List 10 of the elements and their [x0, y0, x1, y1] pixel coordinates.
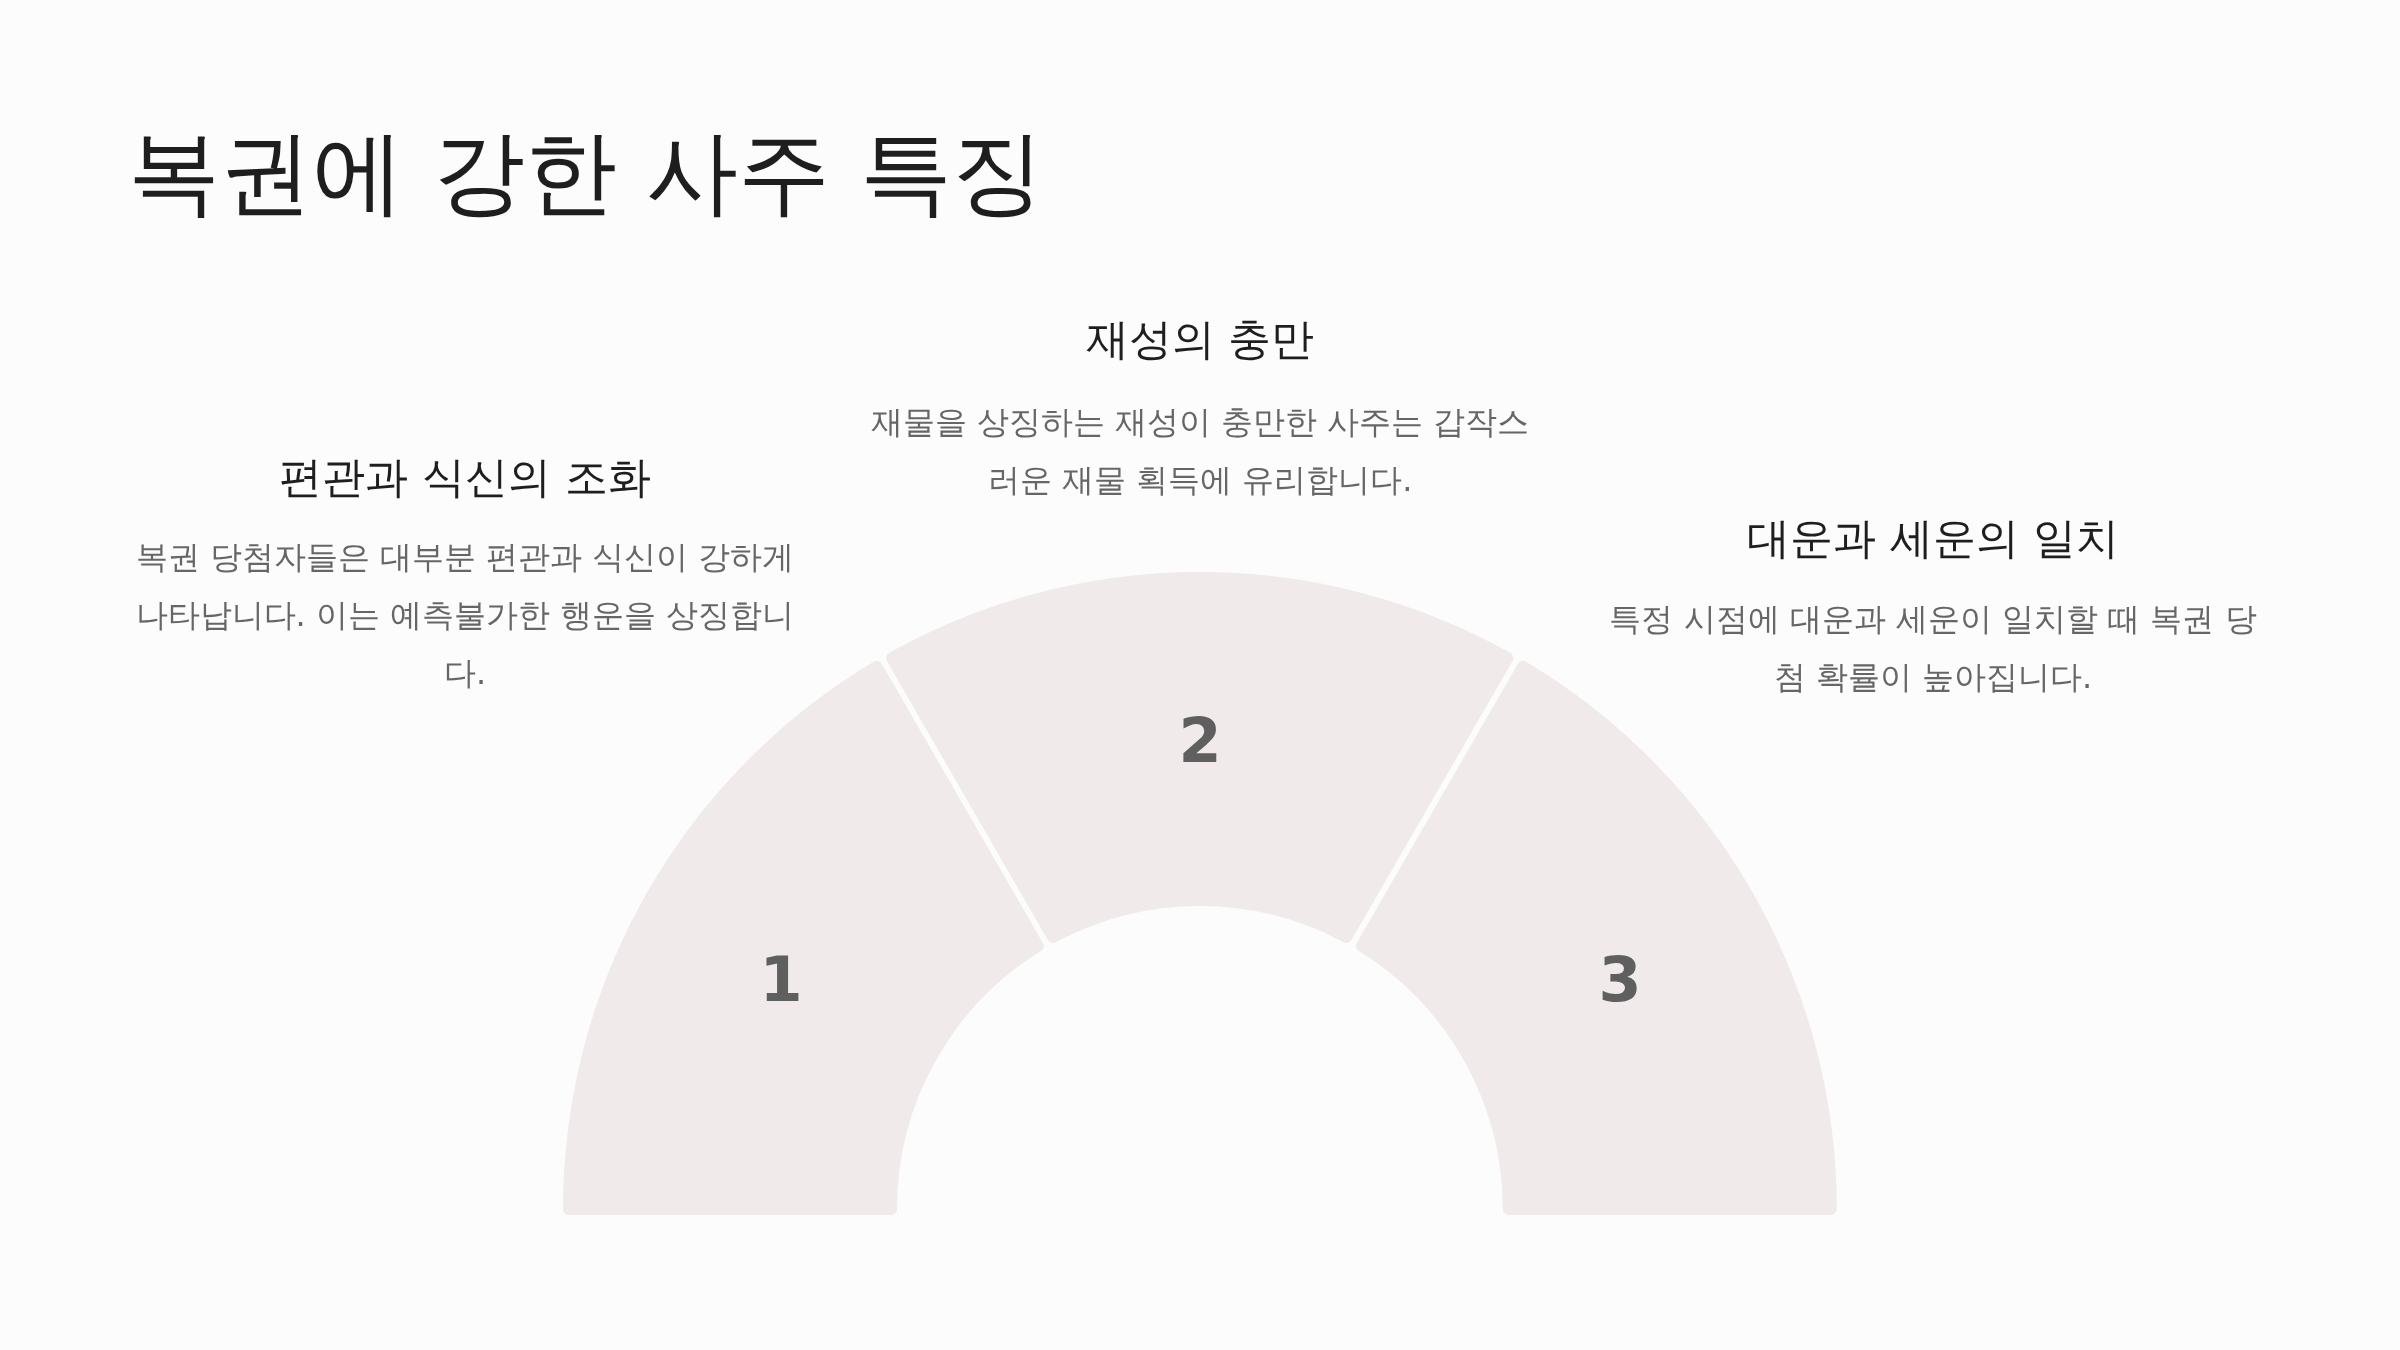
segment-heading: 재성의 충만: [1085, 314, 1315, 366]
segment-heading: 편관과 식신의 조화: [279, 452, 651, 504]
segment-description: 복권 당첨자들은 대부분 편관과 식신이 강하게 나타납니다. 이는 예측불가한 행운을 상징합니다.: [134, 537, 796, 694]
segment-description: 재물을 상징하는 재성이 충만한 사주는 갑작스러운 재물 획득에 유리합니다.: [869, 402, 1531, 501]
segment-description: 특정 시점에 대운과 세운이 일치할 때 복권 당첨 확률이 높아집니다.: [1608, 599, 2258, 698]
segment-number: 1: [759, 949, 803, 1011]
title: 복권에 강한 사주 특징: [128, 122, 1044, 224]
segment-number: 2: [1178, 710, 1222, 772]
segment-number: 3: [1598, 949, 1642, 1011]
segment-heading: 대운과 세운의 일치: [1747, 513, 2119, 565]
